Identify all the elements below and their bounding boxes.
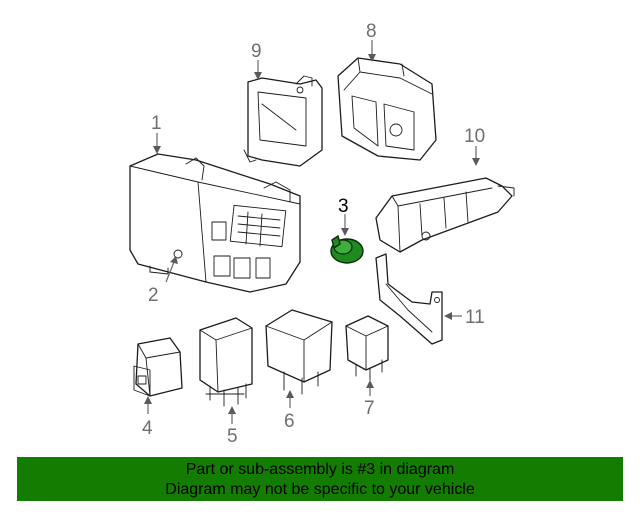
callout-3: 3 — [338, 196, 349, 217]
part-5-relay — [199, 317, 253, 407]
banner-line-2: Diagram may not be specific to your vehi… — [165, 481, 475, 498]
callout-10: 10 — [464, 126, 485, 147]
leader-lines — [144, 40, 480, 424]
callout-8: 8 — [366, 21, 377, 42]
part-9-bracket — [243, 75, 323, 167]
info-banner: Part or sub-assembly is #3 in diagram Di… — [17, 457, 623, 501]
part-6-relay — [265, 309, 333, 395]
callout-6: 6 — [284, 411, 295, 432]
part-8-cover — [337, 57, 437, 161]
part-10-holder — [375, 177, 515, 253]
part-3-cap — [330, 234, 364, 264]
part-1-fuse-box — [129, 153, 301, 293]
callout-4: 4 — [142, 418, 153, 439]
callout-11: 11 — [465, 307, 485, 328]
part-7-relay — [345, 315, 389, 381]
callout-2: 2 — [148, 285, 159, 306]
callout-7: 7 — [364, 398, 375, 419]
part-11-support — [375, 253, 443, 345]
callout-9: 9 — [251, 41, 262, 62]
callout-1: 1 — [151, 113, 162, 134]
parts-diagram: 1 2 3 4 5 6 7 8 9 10 11 — [129, 21, 515, 447]
part-4-relay — [133, 337, 183, 397]
banner-line-1: Part or sub-assembly is #3 in diagram — [185, 461, 455, 478]
callout-5: 5 — [227, 426, 238, 447]
